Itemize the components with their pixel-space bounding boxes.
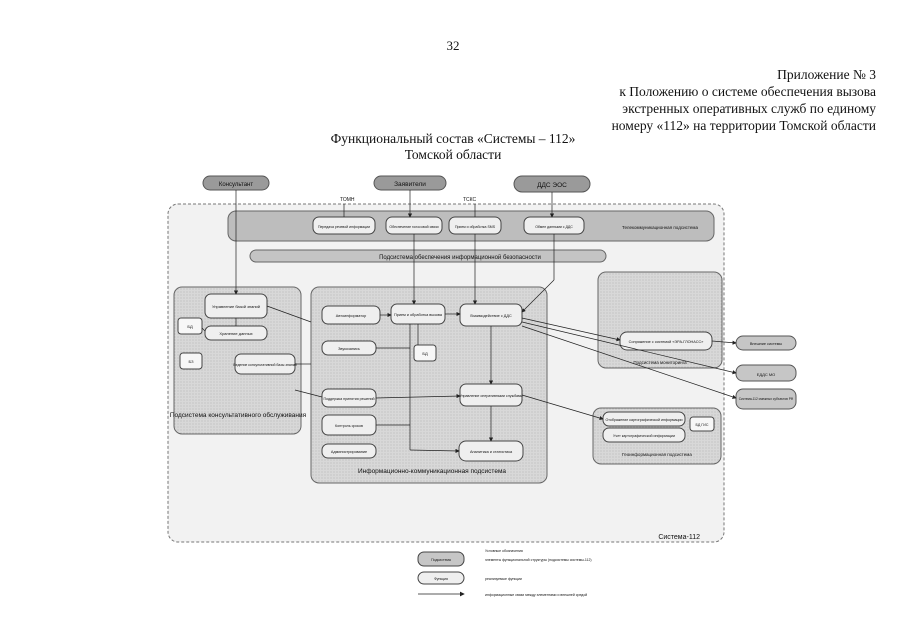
- telecom-func-3-label: Прием и обработка SMS: [455, 225, 496, 229]
- ic-func-operative-label: Управление оперативными службами: [459, 394, 522, 398]
- consult-db-1-label: БД: [187, 324, 193, 329]
- geo-func-1-label: Отображение картографической информации: [605, 418, 682, 422]
- ic-func-analytics-label: Аналитика и статистика: [470, 450, 513, 454]
- tomn-label: ТОМН: [340, 197, 355, 203]
- legend-box-subsystem-label: Подсистема: [431, 558, 451, 562]
- ic-func-dds-label: Взаимодействие с ДДС: [470, 314, 512, 318]
- legend-box-subsystem: [417, 551, 465, 567]
- legend-item-2-text: реализуемые функции: [485, 577, 522, 581]
- monitoring-subsystem-label: Подсистема мониторинга: [633, 360, 687, 365]
- appendix-line-3: экстренных оперативных служб по единому: [622, 101, 876, 116]
- security-subsystem-label: Подсистема обеспечения информационной бе…: [379, 254, 541, 261]
- appendix-line-4: номеру «112» на территории Томской облас…: [611, 118, 876, 133]
- ext-consultant-label: Консультант: [219, 182, 254, 188]
- legend: Условные обозначения Подсистема элементы…: [417, 549, 592, 597]
- consult-db-2: [179, 352, 203, 370]
- ext-edds-label: ЕДДС МО: [757, 372, 776, 377]
- geo-db: [689, 416, 715, 432]
- ic-func-decision-label: Поддержка принятия решений: [323, 397, 374, 401]
- legend-item-3-text: информационные связи между элементами и …: [485, 593, 587, 597]
- title-line-2: Томской области: [404, 147, 502, 162]
- telecom-func-1-label: Передача речевой информации: [318, 225, 370, 229]
- geo-subsystem-label: Геоинформационная подсистема: [622, 452, 692, 457]
- consult-db-2-label: БЗ: [189, 359, 195, 364]
- info-comm-subsystem-label: Информационно-коммуникационная подсистем…: [358, 468, 506, 475]
- legend-box-function: [417, 571, 465, 585]
- ic-func-call-label: Прием и обработка вызова: [394, 313, 443, 317]
- document-title: Функциональный состав «Системы – 112» То…: [0, 131, 906, 163]
- telecom-subsystem-label: Телекоммуникационная подсистема: [622, 225, 698, 230]
- connectors: [201, 190, 737, 454]
- ic-func-recording-label: Звукозапись: [338, 347, 360, 351]
- geo-func-2-label: Учет картографической информации: [613, 434, 675, 438]
- ext-system112-label: Система-112 смежных субъектов РФ: [739, 397, 794, 401]
- geo-db-label: БД ГИС: [696, 423, 709, 427]
- consult-func-2-label: Хранение данных: [219, 331, 252, 336]
- consult-subsystem-name: Подсистема консультативного обслуживания: [170, 411, 307, 419]
- ic-db: [413, 344, 437, 362]
- page-number: 32: [446, 38, 460, 53]
- ic-func-admin: [321, 443, 377, 459]
- ic-func-autoinformer-label: Автоинформатор: [336, 314, 366, 318]
- system-112-label: Система-112: [658, 534, 700, 541]
- title-line-1: Функциональный состав «Системы – 112»: [330, 131, 576, 146]
- telecom-func-4-label: Обмен данными с ДДС: [535, 225, 573, 229]
- security-subsystem: [249, 249, 607, 263]
- ext-applicants-label: Заявители: [394, 181, 426, 188]
- appendix-line-2: к Положению о системе обеспечения вызова: [619, 84, 876, 99]
- consult-func-1-label: Управление базой знаний: [212, 304, 260, 309]
- ic-func-deadline-label: Контроль сроков: [335, 424, 363, 428]
- monitoring-subsystem: [597, 271, 723, 369]
- consult-subsystem-label: Подсистема консультативного обслуживания: [170, 411, 307, 419]
- monitoring-func-1-label: Сопряжение с системой «ЭРА-ГЛОНАСС»: [629, 340, 704, 344]
- ext-dds-label: ДДС ЭОС: [537, 182, 567, 189]
- appendix-header: Приложение № 3 к Положению о системе обе…: [612, 66, 876, 134]
- legend-item-1-text: элементы функциональной структуры (подси…: [485, 558, 592, 562]
- tcks-label: ТСКС: [463, 197, 477, 203]
- legend-box-function-label: Функция: [434, 577, 448, 581]
- legend-header: Условные обозначения: [485, 549, 523, 553]
- consult-db-1: [177, 317, 203, 335]
- consult-func-3-label: Ведение консультативной базы знаний: [233, 363, 296, 367]
- ic-db-label: БД: [422, 351, 428, 356]
- geo-func-2: [602, 427, 686, 443]
- telecom-func-2-label: Обеспечение голосовой связи: [389, 225, 438, 229]
- ic-func-admin-label: Администрирование: [331, 450, 367, 454]
- appendix-line-1: Приложение № 3: [777, 67, 876, 82]
- ext-systems-label: Внешние системы: [750, 342, 783, 346]
- ext-system112-box: [735, 388, 797, 410]
